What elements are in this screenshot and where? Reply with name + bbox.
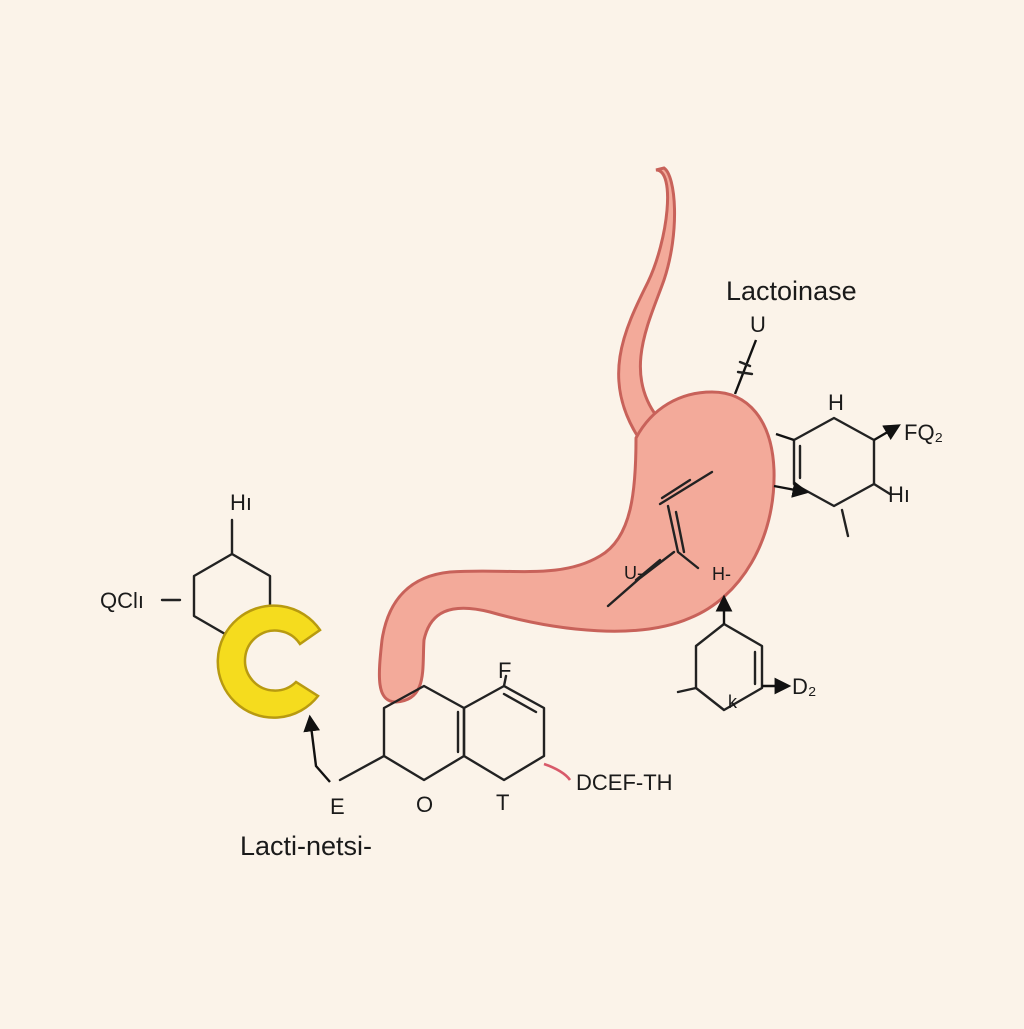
d2-label: D₂ (792, 674, 816, 699)
enzyme-top-label: Lactoinase (726, 276, 857, 306)
ring-arrow (303, 714, 331, 783)
pink-connector (543, 762, 572, 781)
k-inner-label: k (728, 692, 738, 712)
dcef-label: DCEF-TH (576, 770, 673, 795)
yellow-ring (216, 604, 322, 719)
h1-left-label: Hı (230, 490, 252, 515)
stomach (377, 390, 776, 704)
right-hexagon (773, 416, 901, 538)
enzyme-arrow (733, 339, 758, 395)
inner-h-label: H- (712, 564, 731, 584)
esophagus (617, 166, 676, 443)
h1-right-label: Hı (888, 482, 910, 507)
bottom-title-label: Lacti-netsi- (240, 831, 372, 861)
o-label: O (416, 792, 433, 817)
e-label: E (330, 794, 345, 819)
qcl1-label: QClı (100, 588, 144, 613)
fq2-label: FQ₂ (904, 420, 943, 445)
t-label: T (496, 790, 509, 815)
u-top-label: U (750, 312, 766, 337)
inner-structure (606, 470, 714, 608)
h-right-top-label: H (828, 390, 844, 415)
f-top-label: F (498, 658, 511, 683)
fused-ring-system (338, 674, 546, 782)
inner-u-label: U- (624, 563, 643, 583)
lower-right-hexagon (676, 594, 792, 712)
